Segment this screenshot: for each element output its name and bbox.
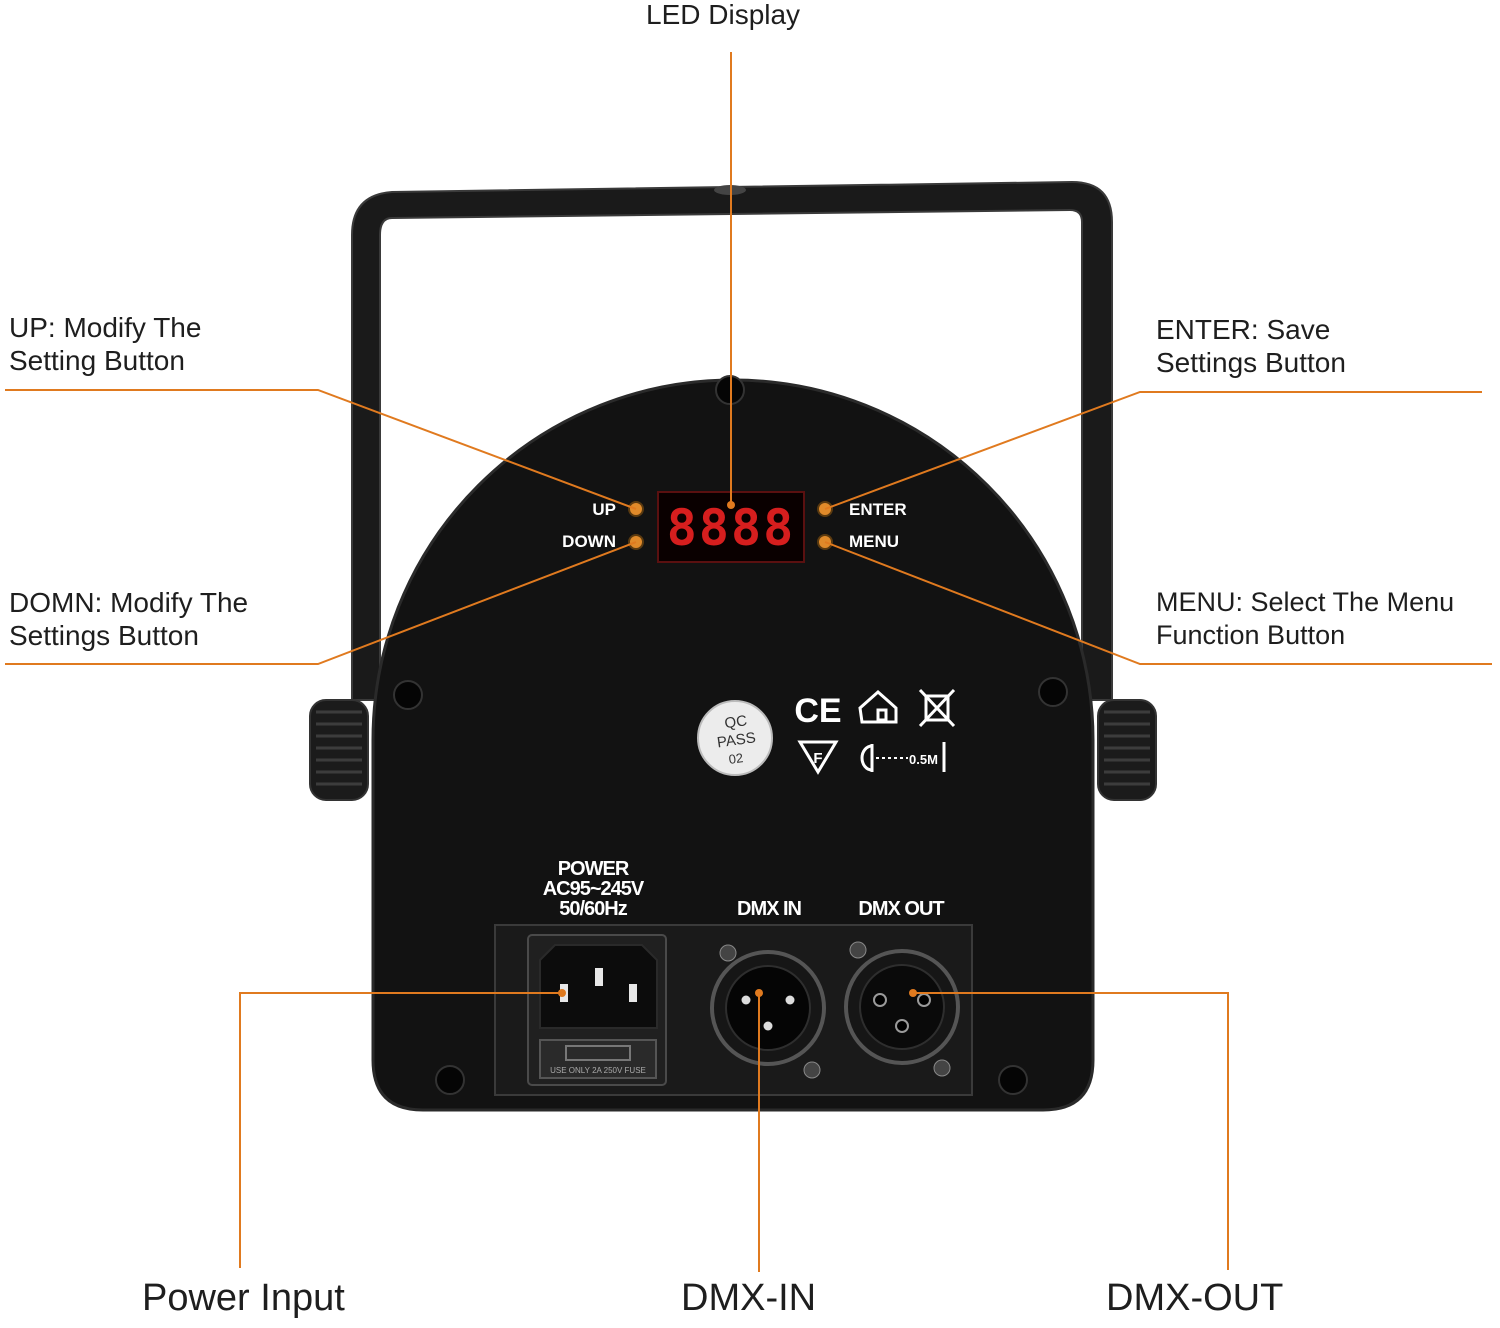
led-display (657, 491, 805, 563)
button-label-down: DOWN (562, 532, 616, 551)
button-label-menu: MENU (849, 532, 899, 551)
left-knob (309, 699, 369, 801)
callout-up-line2: Setting Button (9, 345, 185, 376)
housing-screws (393, 375, 1068, 1095)
ce-mark-icon: CE (794, 692, 841, 730)
leader-down (5, 541, 637, 665)
qc-line-3: 02 (728, 750, 744, 767)
callout-down-line2: Settings Button (9, 620, 199, 651)
power-voltage-label: AC95~245V (543, 878, 645, 900)
right-knob (1097, 699, 1157, 801)
dmx-in-panel-label: DMX IN (737, 898, 802, 920)
callout-menu-line1: MENU: Select The Menu (1156, 587, 1455, 617)
distance-mark: 0.5M (909, 752, 938, 767)
callout-dmx-out: DMX-OUT (1106, 1277, 1284, 1319)
callout-down-line1: DOMN: Modify The (9, 587, 249, 618)
button-label-enter: ENTER (849, 500, 907, 519)
leader-dmx-out (913, 992, 1229, 1270)
leader-power (239, 992, 562, 1268)
qc-pass-sticker (697, 700, 773, 776)
callout-led-display: LED Display (646, 0, 801, 30)
leader-lines (5, 52, 1492, 1272)
callout-enter-line1: ENTER: Save (1156, 314, 1331, 345)
power-inlet-socket: USE ONLY 2A 250V FUSE (527, 934, 667, 1086)
leader-up (5, 389, 637, 510)
fuse-label: USE ONLY 2A 250V FUSE (550, 1066, 646, 1075)
flammable-surface-icon: F (797, 740, 839, 775)
button-label-up: UP (592, 500, 616, 519)
callout-up-line1: UP: Modify The (9, 312, 202, 343)
minimum-distance-icon: 0.5M (860, 742, 946, 772)
callout-menu-line2: Function Button (1156, 620, 1346, 650)
dmx-out-connector (844, 941, 960, 1077)
power-frequency-label: 50/60Hz (559, 898, 627, 920)
leader-endpoints (558, 501, 917, 997)
callout-dmx-in: DMX-IN (681, 1277, 817, 1319)
callout-power-input: Power Input (142, 1277, 345, 1319)
dmx-out-panel-label: DMX OUT (858, 898, 944, 920)
leader-enter (824, 391, 1482, 510)
leader-menu (824, 541, 1492, 665)
dmx-in-connector (710, 944, 826, 1079)
indoor-use-icon (858, 689, 898, 724)
callout-enter-line2: Settings Button (1156, 347, 1346, 378)
weee-bin-icon (918, 688, 956, 728)
qc-line-1: QC (723, 712, 748, 732)
f-mark: F (813, 750, 822, 767)
power-label: POWER (558, 858, 630, 880)
qc-line-2: PASS (716, 729, 757, 751)
